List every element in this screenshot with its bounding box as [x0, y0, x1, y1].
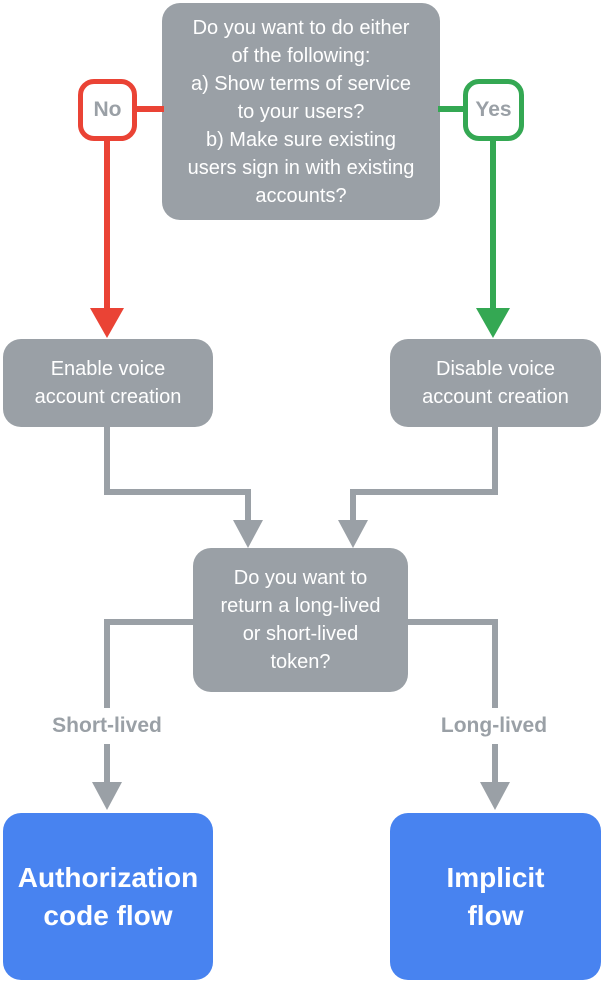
connector-enable-drop: [245, 489, 251, 524]
arrowhead-disable-icon: [338, 520, 368, 548]
edge-label-long-lived: Long-lived: [409, 708, 579, 744]
connector-no-vertical: [104, 139, 110, 310]
connector-enable-horizontal: [104, 489, 251, 495]
connector-disable-down: [492, 427, 498, 495]
arrowhead-longlived-icon: [480, 782, 510, 810]
node-enable-voice-account: Enable voice account creation: [3, 339, 213, 427]
arrowhead-enable-icon: [233, 520, 263, 548]
badge-yes: Yes: [463, 79, 524, 141]
node-authorization-code-flow: Authorization code flow: [3, 813, 213, 980]
node-top-question: Do you want to do either of the followin…: [162, 3, 440, 220]
arrowhead-shortlived-icon: [92, 782, 122, 810]
edge-label-short-lived: Short-lived: [22, 708, 192, 744]
arrowhead-no-icon: [90, 308, 124, 338]
connector-shortlived-horizontal: [104, 619, 196, 625]
badge-no: No: [78, 79, 137, 141]
connector-yes-horizontal: [438, 106, 467, 112]
node-disable-voice-account: Disable voice account creation: [390, 339, 601, 427]
connector-disable-drop: [350, 489, 356, 524]
connector-enable-down: [104, 427, 110, 495]
arrowhead-yes-icon: [476, 308, 510, 338]
connector-longlived-horizontal: [406, 619, 498, 625]
node-implicit-flow: Implicit flow: [390, 813, 601, 980]
connector-longlived-vertical: [492, 619, 498, 784]
node-token-question: Do you want to return a long-lived or sh…: [193, 548, 408, 692]
connector-shortlived-vertical: [104, 619, 110, 784]
connector-yes-vertical: [490, 139, 496, 310]
connector-no-horizontal: [134, 106, 164, 112]
connector-disable-horizontal: [350, 489, 498, 495]
